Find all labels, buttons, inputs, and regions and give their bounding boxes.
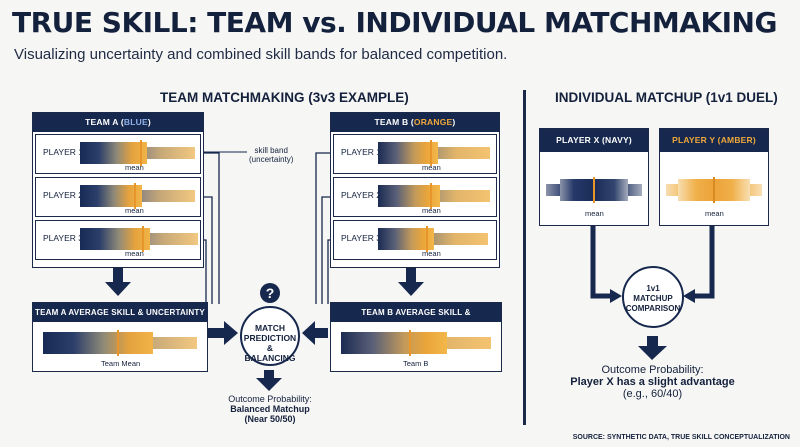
team-b-player-1-row: PLAYER 1 mean <box>333 134 497 174</box>
team-b-player-3-row: PLAYER 3 mean <box>333 220 497 260</box>
section-divider <box>523 90 526 425</box>
mean-marker <box>140 140 142 166</box>
team-a-player-1-row: PLAYER 1 mean <box>35 134 201 174</box>
mean-marker <box>142 226 144 252</box>
team-a-header: TEAM A (BLUE) <box>33 113 203 132</box>
player-name: PLAYER 3 <box>43 233 84 243</box>
duel-down-arrow <box>638 336 667 360</box>
duel-connectors <box>590 226 715 299</box>
skill-band-inner <box>80 185 142 207</box>
player-x-header: PLAYER X (NAVY) <box>540 129 648 152</box>
team-outcome-result: Balanced Matchup <box>230 404 310 414</box>
balancing-label: BALANCING <box>244 353 296 363</box>
match-label: MATCH <box>254 323 286 333</box>
duel-outcome: Outcome Probability: Player X has a slig… <box>565 364 740 400</box>
question-mark-icon: ? <box>260 283 280 303</box>
match-down-arrow <box>256 370 282 391</box>
source-note: SOURCE: SYNTHETIC DATA, TRUE SKILL CONCE… <box>572 434 790 441</box>
team-a-average-band-inner <box>43 332 153 354</box>
mean-label: mean <box>125 206 144 215</box>
mean-label: mean <box>125 249 144 258</box>
team-b-mean-marker <box>409 330 411 356</box>
team-b-mean-label: Team B <box>403 359 429 368</box>
duel-label: 1v1 <box>646 284 660 293</box>
skill-band-inner <box>378 142 438 164</box>
team-section-heading: TEAM MATCHMAKING (3v3 EXAMPLE) <box>160 90 409 105</box>
team-a-average-header: TEAM A AVERAGE SKILL & UNCERTAINTY <box>33 303 207 322</box>
team-outcome-label: Outcome Probability: <box>228 394 312 404</box>
player-y-panel: PLAYER Y (AMBER) mean <box>659 128 769 226</box>
individual-section-heading: INDIVIDUAL MATCHUP (1v1 DUEL) <box>555 90 778 105</box>
team-a-player-2-row: PLAYER 2 mean <box>35 177 201 217</box>
player-name: PLAYER 3 <box>341 233 382 243</box>
player-y-mean-marker <box>713 177 715 203</box>
mean-label: mean <box>422 163 441 172</box>
team-b-header: TEAM B (ORANGE) <box>331 113 499 132</box>
mean-label: mean <box>125 163 144 172</box>
team-a-down-arrow <box>105 268 131 296</box>
player-name: PLAYER 1 <box>341 147 382 157</box>
player-x-mean-label: mean <box>585 209 604 218</box>
team-b-average-band-inner <box>341 332 447 354</box>
player-name: PLAYER 2 <box>43 190 84 200</box>
page-subtitle: Visualizing uncertainty and combined ski… <box>14 46 508 63</box>
duel-outcome-label: Outcome Probability: <box>601 364 704 376</box>
team-a-mean-marker <box>117 330 119 356</box>
team-a-to-match-arrow <box>208 321 238 345</box>
player-y-header: PLAYER Y (AMBER) <box>660 129 768 152</box>
team-outcome-odds: (Near 50/50) <box>244 414 296 424</box>
uncertainty-label: (uncertainty) <box>249 155 294 164</box>
player-x-mean-marker <box>593 177 595 203</box>
team-a-average-panel: TEAM A AVERAGE SKILL & UNCERTAINTY Team … <box>32 302 208 372</box>
match-prediction-circle: MATCH PREDICTION & BALANCING <box>240 306 300 366</box>
mean-marker <box>426 226 428 252</box>
player-y-mean-label: mean <box>705 209 724 218</box>
comparison-label: COMPARISON <box>625 304 681 313</box>
team-a-mean-label: Team Mean <box>101 359 141 368</box>
mean-marker <box>430 140 432 166</box>
mean-marker <box>430 183 432 209</box>
mean-marker <box>134 183 136 209</box>
skill-band-inner <box>378 228 434 250</box>
duel-right-arrowhead <box>683 289 695 303</box>
team-b-down-arrow <box>398 268 424 296</box>
duel-outcome-result: Player X has a slight advantage <box>570 376 735 388</box>
mean-label: mean <box>422 206 441 215</box>
player-name: PLAYER 1 <box>43 147 84 157</box>
matchup-label: MATCHUP <box>633 294 673 303</box>
team-b-to-match-arrow <box>302 321 328 345</box>
mean-label: mean <box>422 249 441 258</box>
duel-left-arrowhead <box>610 289 622 303</box>
team-outcome: Outcome Probability: Balanced Matchup (N… <box>205 394 335 424</box>
skill-band-inner <box>378 185 440 207</box>
prediction-label: PREDICTION & <box>243 333 297 353</box>
team-b-player-2-row: PLAYER 2 mean <box>333 177 497 217</box>
duel-outcome-odds: (e.g., 60/40) <box>622 388 683 400</box>
skill-band-inner <box>80 228 150 250</box>
player-name: PLAYER 2 <box>341 190 382 200</box>
player-x-panel: PLAYER X (NAVY) mean <box>539 128 649 226</box>
team-b-average-panel: TEAM B AVERAGE SKILL & UNCERTAINTY Team … <box>330 302 502 372</box>
page-title: TRUE SKILL: TEAM vs. INDIVIDUAL MATCHMAK… <box>12 6 777 39</box>
team-a-player-3-row: PLAYER 3 mean <box>35 220 201 260</box>
duel-comparison-circle: 1v1 MATCHUP COMPARISON <box>622 266 684 328</box>
skill-band-label: skill band <box>254 146 288 155</box>
skill-band-annotation: skill band (uncertainty) <box>249 146 293 164</box>
skill-band-inner <box>80 142 147 164</box>
team-b-average-header: TEAM B AVERAGE SKILL & UNCERTAINTY <box>331 303 501 336</box>
